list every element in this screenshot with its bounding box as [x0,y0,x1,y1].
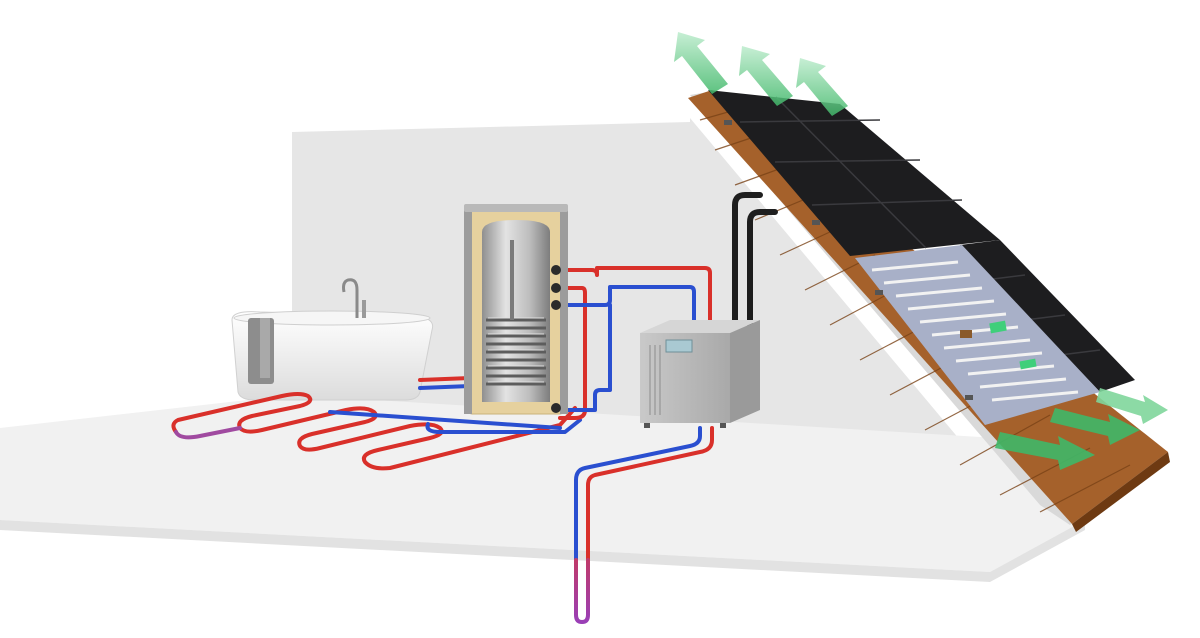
tank-port-return [551,300,561,310]
air-arrow-up-2 [739,46,793,106]
airflow-arrows [674,32,1168,470]
pipe-bathtub-return [418,384,472,390]
heat-pump-top [640,320,760,333]
pipe-bathtub-supply [418,376,472,382]
tank-casing-right [560,208,568,414]
bathtub-faucet [342,278,359,318]
heat-pump-side [730,320,760,423]
roof-pipe-2 [747,209,778,328]
pv-panel-upper [708,90,1000,256]
pipe-supply-tank-top [556,266,712,327]
tank-port-mid [551,283,561,293]
pipe-supply-tank-mid [556,286,587,420]
panel-mounting-clips [724,120,973,400]
heat-pump-foot-right [720,423,726,428]
floor-edge [0,520,1085,582]
pvt-collector-tubes [871,260,1079,402]
bathtub-rim [233,310,431,326]
bathtub-towel-fold [260,318,270,378]
roof-pipe-1 [732,192,763,328]
back-wall [292,118,960,440]
tank-port-bottom [551,403,561,413]
tank-coil-highlight [488,317,544,383]
air-arrow-up-1 [674,32,728,94]
pipe-return-tank [556,285,696,327]
underfloor-return [425,418,582,434]
room-shell [0,118,1085,582]
ground-heat-probe [574,426,714,624]
air-arrow-up-3 [796,58,848,116]
heat-pump-unit [640,320,760,428]
underfloor-return-2 [328,410,562,430]
bathtub-body [231,311,434,401]
system-pipework [418,266,712,420]
underfloor-mixing [174,426,242,440]
tank-casing-left [464,208,472,414]
probe-return [574,426,702,562]
air-arrow-in-1 [995,432,1095,470]
underfloor-heating-loop [171,392,582,471]
probe-loop [574,558,590,624]
tank-port-hot [551,265,561,275]
hot-water-storage-tank [464,204,568,415]
freestanding-bathtub [231,278,434,401]
floor-slab [0,395,1085,572]
tank-heat-exchanger-coil [486,318,546,386]
heat-pump-foot-left [644,423,650,428]
pv-panel-upper-grid [739,96,963,249]
roof-connection-pipes [732,192,778,328]
heat-pump-display [665,339,693,353]
air-arrow-in-2 [1050,408,1140,445]
roof-fascia [1072,452,1170,532]
tank-dip-tube [510,240,514,320]
tank-ports [551,265,561,413]
tank-vessel [482,220,550,402]
underfloor-supply [171,392,577,471]
air-arrow-in-3 [1096,388,1168,424]
pipe-return-tank-bottom [556,303,612,412]
pvt-roof-panels [708,90,1135,425]
pvt-collector [855,245,1100,425]
bathtub-faucet-base [362,300,366,318]
probe-supply [586,426,714,562]
tank-lid [464,204,568,212]
heat-pump-vent [649,345,661,415]
pvt-flow-indicators [960,320,1037,370]
